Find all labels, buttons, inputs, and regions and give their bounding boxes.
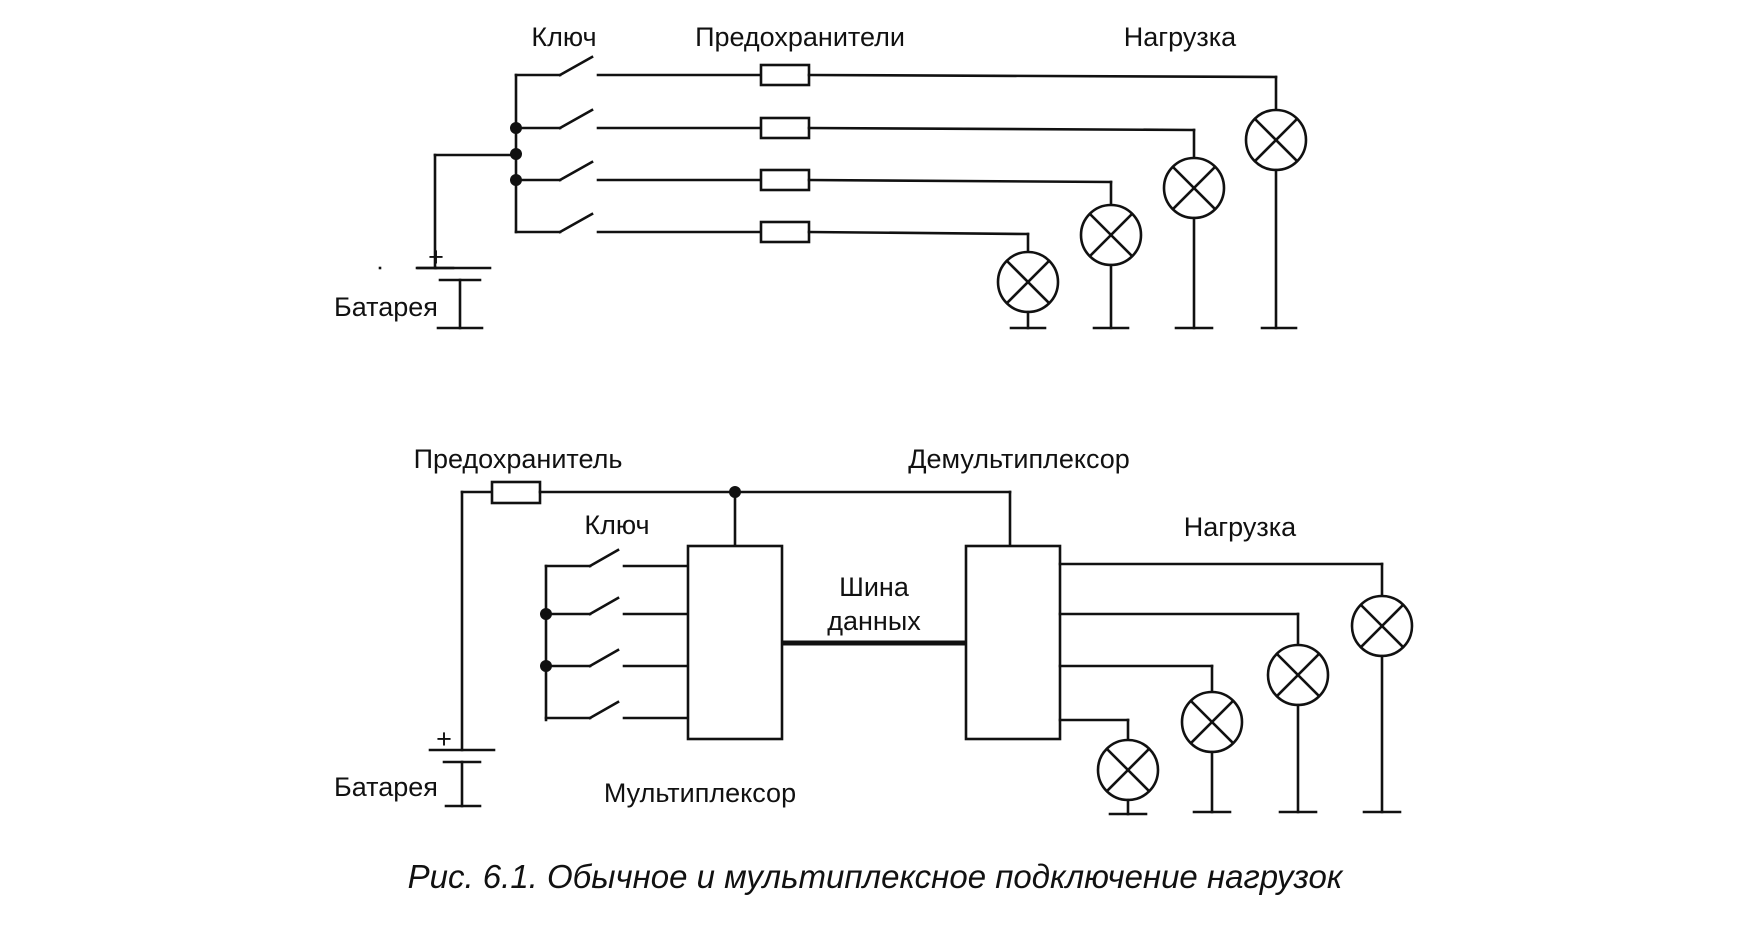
bottom-battery bbox=[428, 748, 496, 808]
top-branch-1 bbox=[514, 55, 1308, 330]
bus-label-line1: Шина bbox=[839, 572, 910, 602]
top-branch-4 bbox=[514, 212, 1060, 330]
bottom-battery-plus: + bbox=[436, 724, 452, 754]
top-battery bbox=[378, 153, 522, 330]
top-branch-2 bbox=[514, 108, 1226, 330]
bottom-fuse-label: Предохранитель bbox=[414, 444, 623, 474]
switch-bank bbox=[540, 548, 690, 722]
top-fuses-label: Предохранители bbox=[695, 22, 905, 52]
fuse-icon bbox=[490, 480, 542, 505]
multiplexed-circuit: Предохранитель Демультиплексор Ключ Нагр… bbox=[334, 444, 1414, 816]
bus-label-line2: данных bbox=[827, 606, 921, 636]
bottom-output-3 bbox=[1058, 664, 1244, 814]
mux-label: Мультиплексор bbox=[604, 778, 796, 808]
conventional-circuit: Ключ Предохранители Нагрузка Батарея + bbox=[334, 22, 1308, 330]
fuse-icon bbox=[759, 168, 811, 192]
bottom-output-4 bbox=[1058, 718, 1160, 816]
top-branch-3 bbox=[514, 160, 1143, 330]
multiplexer-block bbox=[686, 544, 784, 741]
fuse-icon bbox=[759, 220, 811, 244]
bottom-load-label: Нагрузка bbox=[1184, 512, 1297, 542]
bottom-key-label: Ключ bbox=[584, 510, 649, 540]
bottom-battery-label: Батарея bbox=[334, 772, 438, 802]
top-battery-label: Батарея bbox=[334, 292, 438, 322]
top-load-label: Нагрузка bbox=[1124, 22, 1237, 52]
demultiplexer-block bbox=[964, 544, 1062, 741]
fuse-icon bbox=[759, 116, 811, 140]
fuse-icon bbox=[759, 63, 811, 87]
top-key-label: Ключ bbox=[531, 22, 596, 52]
bottom-output-2 bbox=[1058, 612, 1330, 814]
bottom-output-1 bbox=[1058, 562, 1414, 814]
demux-label: Демультиплексор bbox=[908, 444, 1130, 474]
bottom-supply bbox=[460, 480, 1012, 752]
figure-caption: Рис. 6.1. Обычное и мультиплексное подкл… bbox=[407, 858, 1343, 895]
top-junction-dot bbox=[510, 148, 522, 160]
